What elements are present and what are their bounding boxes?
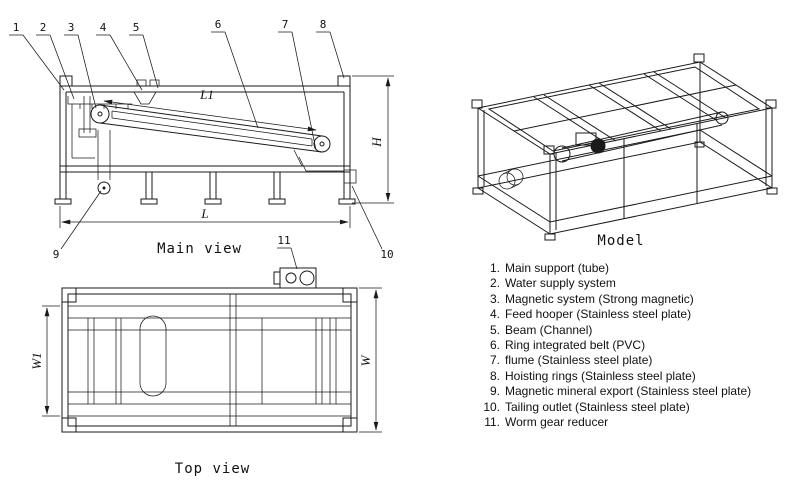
- part-number: 10.: [483, 399, 500, 414]
- dimension-label-L1: L1: [199, 87, 214, 102]
- part-label: Main support (tube): [505, 261, 610, 275]
- dimension-W1: [42, 305, 60, 417]
- callout-7: 7: [282, 18, 289, 31]
- part-number: 8.: [489, 368, 500, 383]
- flume: [293, 149, 344, 172]
- part-label: Worm gear reducer: [505, 415, 609, 430]
- part-number: 9.: [489, 384, 500, 399]
- dimension-L: [59, 206, 351, 228]
- part-label: Feed hooper (Stainless steel plate): [505, 307, 692, 322]
- parts-list-item-11: 11. Worm gear reducer: [478, 415, 788, 430]
- model-caption: Model: [597, 233, 645, 249]
- left-end-assembly: [78, 96, 111, 180]
- callout-numbers: 1 2 3 4 5 6 7 8 9 10 11: [13, 18, 394, 261]
- top-view-frame: [61, 287, 358, 433]
- top-view-drawing: [42, 247, 382, 433]
- callout-1: 1: [13, 21, 20, 34]
- callout-10: 10: [380, 248, 393, 261]
- main-view-caption: Main view: [157, 241, 242, 257]
- model-outlet-cylinder: [498, 168, 524, 190]
- dimension-labels: L1 L H W W1: [29, 87, 384, 370]
- main-frame: [54, 85, 356, 205]
- part-number: 1.: [489, 261, 500, 275]
- parts-list-item-8: 8. Hoisting rings (Stainless steel plate…: [478, 369, 788, 384]
- callout-5: 5: [133, 21, 140, 34]
- dimension-label-H: H: [369, 137, 384, 148]
- top-view-internals: [68, 294, 351, 426]
- parts-list: 1. Main support (tube) 2. Water supply s…: [478, 261, 788, 430]
- dimension-L1: [103, 99, 317, 132]
- dimension-H: [352, 75, 394, 204]
- parts-list-item-10: 10. Tailing outlet (Stainless steel plat…: [478, 400, 788, 415]
- worm-gear-reducer: [273, 267, 317, 289]
- part-number: 3.: [489, 291, 500, 306]
- callout-leader-11: [277, 247, 298, 270]
- parts-list-item-7: 7. flume (Stainless steel plate): [478, 353, 788, 368]
- part-number: 4.: [489, 307, 500, 322]
- model-drawing: [471, 53, 778, 241]
- part-number: 7.: [489, 353, 500, 368]
- part-number: 11.: [484, 415, 500, 430]
- callout-leaders-main: [9, 31, 383, 250]
- parts-list-item-3: 3. Magnetic system (Strong magnetic): [478, 292, 788, 307]
- top-view-caption: Top view: [174, 461, 251, 477]
- part-label: Beam (Channel): [505, 322, 593, 337]
- dimension-W: [359, 287, 382, 433]
- callout-8: 8: [320, 18, 327, 31]
- part-number: 5.: [489, 322, 500, 337]
- part-label: Magnetic mineral export (Stainless steel…: [505, 384, 752, 399]
- callout-3: 3: [68, 21, 75, 34]
- callout-9: 9: [53, 248, 60, 261]
- main-view-drawing: [9, 31, 394, 250]
- callout-2: 2: [40, 21, 47, 34]
- dimension-label-W: W: [358, 354, 373, 366]
- model-belt: [553, 111, 729, 163]
- part-number: 6.: [489, 338, 500, 353]
- tailing-outlet: [343, 169, 357, 184]
- part-label: Ring integrated belt (PVC): [505, 338, 646, 353]
- mineral-export-port: [97, 181, 111, 195]
- parts-list-item-9: 9. Magnetic mineral export (Stainless st…: [478, 384, 788, 399]
- part-label: Magnetic system (Strong magnetic): [505, 291, 694, 306]
- dimension-label-L: L: [200, 206, 208, 221]
- callout-4: 4: [100, 21, 107, 34]
- hoisting-rings: [59, 75, 351, 87]
- parts-list-item-6: 6. Ring integrated belt (PVC): [478, 338, 788, 353]
- part-label: Tailing outlet (Stainless steel plate): [505, 399, 690, 414]
- part-label: Hoisting rings (Stainless steel plate): [505, 368, 696, 383]
- parts-list-item-1: 1. Main support (tube): [478, 261, 788, 276]
- callout-6: 6: [215, 18, 222, 31]
- part-number: 2.: [489, 276, 500, 291]
- part-label: Water supply system: [505, 276, 616, 291]
- part-label: flume (Stainless steel plate): [505, 353, 653, 368]
- ring-belt: [90, 104, 331, 153]
- feed-hopper: [133, 79, 160, 105]
- parts-list-item-2: 2. Water supply system: [478, 276, 788, 291]
- parts-list-item-4: 4. Feed hooper (Stainless steel plate): [478, 307, 788, 322]
- dimension-label-W1: W1: [29, 352, 44, 369]
- parts-list-item-5: 5. Beam (Channel): [478, 323, 788, 338]
- callout-11: 11: [277, 234, 290, 247]
